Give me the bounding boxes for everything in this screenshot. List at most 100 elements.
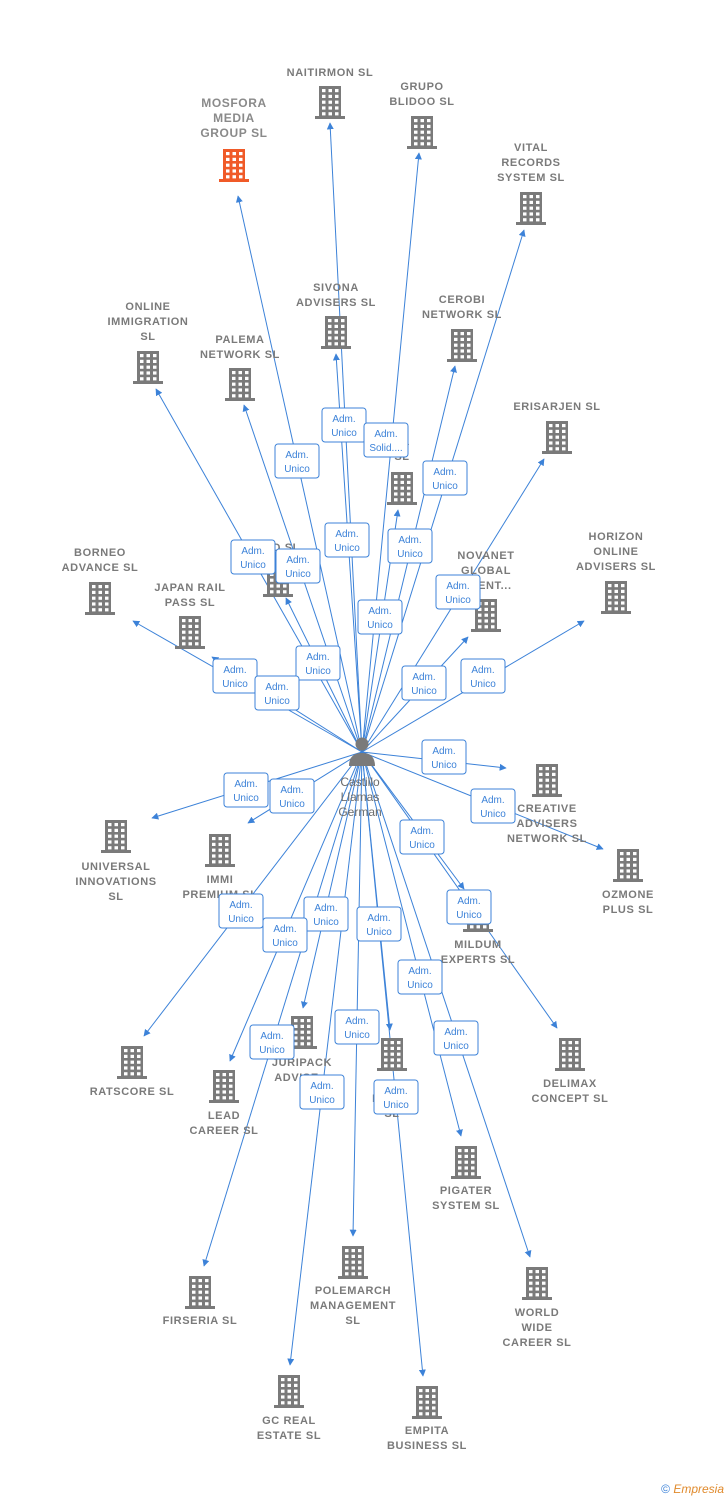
relation-badge-ead[interactable]: Adm.Unico [295, 645, 341, 681]
building-icon[interactable] [377, 1038, 407, 1071]
building-icon[interactable] [412, 1386, 442, 1419]
badge-text-line: Unico [228, 914, 254, 925]
relation-badge-la[interactable]: Adm.Unico [357, 599, 403, 635]
relation-badge-palema[interactable]: Adm.Unico [275, 548, 321, 584]
company-node-novanet[interactable]: NOVANETGLOBALEMENT... [457, 550, 514, 632]
relation-badge-empita[interactable]: Adm.Unico [373, 1079, 419, 1115]
badge-text-line: Adm. [280, 785, 303, 796]
relation-badge-pigater[interactable]: Adm.Unico [397, 959, 443, 995]
building-icon[interactable] [407, 116, 437, 149]
footer-brand[interactable]: © Empresia [661, 1482, 724, 1496]
building-icon[interactable] [205, 834, 235, 867]
relation-badge-ozmone[interactable]: Adm.Unico [470, 788, 516, 824]
building-icon[interactable] [133, 351, 163, 384]
building-icon[interactable] [613, 849, 643, 882]
relation-badge-world-wide[interactable]: Adm.Unico [433, 1020, 479, 1056]
relation-badge-novanet[interactable]: Adm.Unico [401, 665, 447, 701]
building-icon[interactable] [522, 1267, 552, 1300]
relation-badge-vital-records[interactable]: Adm.Unico [422, 460, 468, 496]
building-icon[interactable] [287, 1016, 317, 1049]
company-node-erisarjen[interactable]: ERISARJEN SL [513, 401, 600, 454]
relation-badge-firseria[interactable]: Adm.Unico [249, 1024, 295, 1060]
building-icon[interactable] [321, 316, 351, 349]
relation-badge-polemarch[interactable]: Adm.Unico [334, 1009, 380, 1045]
company-label-line: EMPITA [405, 1425, 449, 1437]
badge-text-line: Adm. [265, 682, 288, 693]
company-node-naitirmon[interactable]: NAITIRMON SL [287, 67, 374, 119]
building-icon[interactable] [451, 1146, 481, 1179]
company-node-ratscore[interactable]: RATSCORE SL [90, 1046, 175, 1098]
building-icon[interactable] [209, 1070, 239, 1103]
building-icon[interactable] [516, 192, 546, 225]
badge-text-line: Adm. [273, 924, 296, 935]
building-icon[interactable] [225, 368, 255, 401]
badge-text-line: Adm. [444, 1027, 467, 1038]
badge-text-line: Unico [344, 1030, 370, 1041]
relation-badge-sivona[interactable]: Adm.Unico [324, 522, 370, 558]
building-icon[interactable] [471, 599, 501, 632]
relation-badge-ratscore[interactable]: Adm.Unico [218, 893, 264, 929]
building-icon[interactable] [85, 582, 115, 615]
person-label-line: Castillo [340, 775, 380, 789]
company-label-line: NAITIRMON SL [287, 67, 374, 79]
relation-badge-mildum[interactable]: Adm.Unico [399, 819, 445, 855]
relation-badge-online-immigration[interactable]: Adm.Unico [230, 539, 276, 575]
relation-badge-naitirmon[interactable]: Adm.Unico [321, 407, 367, 443]
relation-badge-gc-real[interactable]: Adm.Unico [299, 1074, 345, 1110]
relation-badge-immi[interactable]: Adm.Unico [269, 778, 315, 814]
building-icon[interactable] [315, 86, 345, 119]
building-icon[interactable] [117, 1046, 147, 1079]
relation-badge-japan-rail[interactable]: Adm.Unico [254, 675, 300, 711]
building-icon[interactable] [185, 1276, 215, 1309]
company-label-line: BLIDOO SL [389, 96, 454, 108]
relation-badge-g-invest[interactable]: Adm.Unico [356, 906, 402, 942]
building-icon[interactable] [542, 421, 572, 454]
building-icon[interactable] [555, 1038, 585, 1071]
building-icon[interactable] [338, 1246, 368, 1279]
relation-badge-cerobi[interactable]: Adm.Unico [387, 528, 433, 564]
relation-badge-grupo-blidoo[interactable]: Adm.Solid.... [363, 422, 409, 458]
relation-badge-universal[interactable]: Adm.Unico [223, 772, 269, 808]
building-icon[interactable] [447, 329, 477, 362]
company-label-line: SL [108, 891, 123, 903]
relation-badge-creative[interactable]: Adm.Unico [421, 739, 467, 775]
building-icon[interactable] [274, 1375, 304, 1408]
company-node-firseria[interactable]: FIRSERIA SL [163, 1276, 238, 1327]
relation-badge-horizon[interactable]: Adm.Unico [460, 658, 506, 694]
building-icon[interactable] [175, 616, 205, 649]
relation-badge-borneo[interactable]: Adm.Unico [212, 658, 258, 694]
relation-badge-mosfora[interactable]: Adm.Unico [274, 443, 320, 479]
relation-badge-erisarjen[interactable]: Adm.Unico [435, 574, 481, 610]
company-label-line: ONLINE [125, 301, 170, 313]
building-icon[interactable] [532, 764, 562, 797]
building-icon[interactable] [101, 820, 131, 853]
relation-badge-delimax[interactable]: Adm.Unico [446, 889, 492, 925]
building-icon[interactable] [387, 472, 417, 505]
building-icon[interactable] [219, 149, 249, 182]
building-icon[interactable] [601, 581, 631, 614]
relation-badge-juripack[interactable]: Adm.Unico [303, 896, 349, 932]
relation-badge-lead-career[interactable]: Adm.Unico [262, 917, 308, 953]
